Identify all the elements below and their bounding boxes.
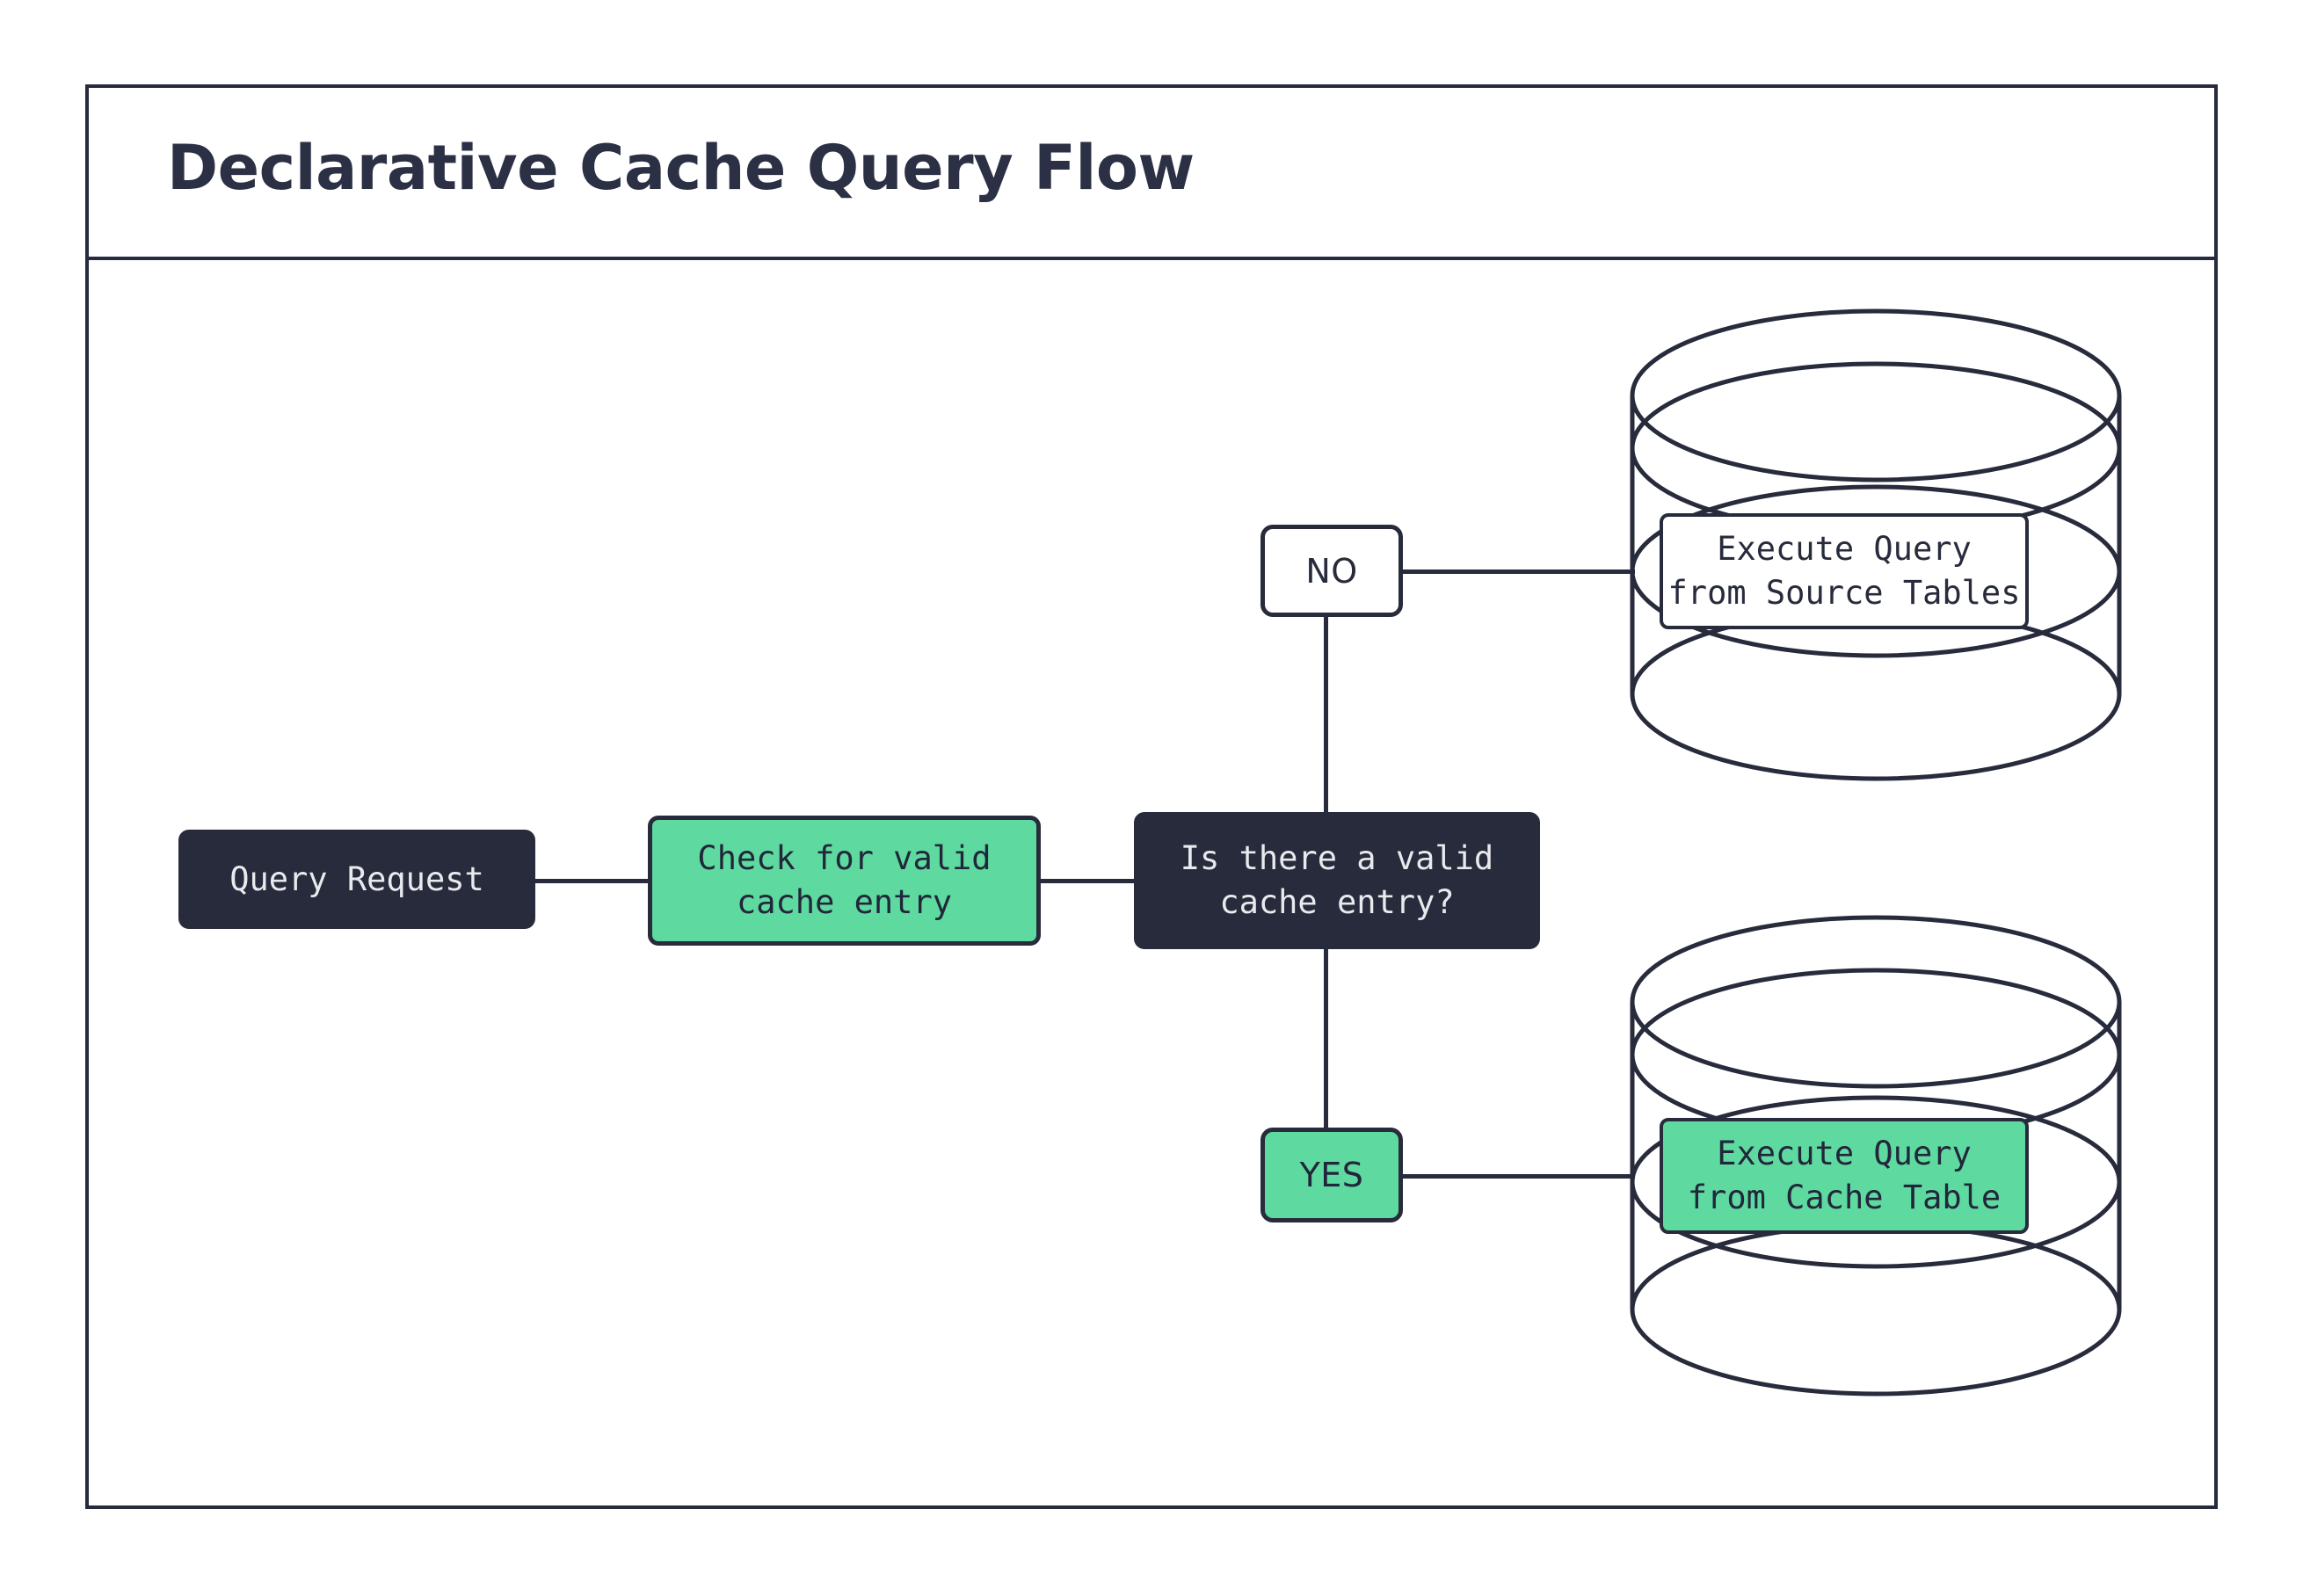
connector-request-to-check (532, 879, 650, 883)
diagram-frame (85, 84, 2218, 1509)
connector-check-to-decision (1039, 879, 1136, 883)
page-title: Declarative Cache Query Flow (167, 132, 1195, 204)
connector-no-to-source-db (1398, 569, 1635, 574)
database-cylinder-source-tables (1622, 308, 2140, 800)
label-execute-query-source-tables[interactable]: Execute Query from Source Tables (1660, 513, 2029, 629)
node-query-request[interactable]: Query Request (178, 830, 535, 929)
branch-label-no[interactable]: NO (1260, 525, 1403, 617)
branch-label-yes[interactable]: YES (1260, 1128, 1403, 1222)
database-cylinder-source-icon (1630, 308, 2122, 781)
connector-yes-to-cache-db (1398, 1174, 1635, 1179)
node-check-cache-entry[interactable]: Check for valid cache entry (648, 816, 1041, 946)
node-decision-valid-cache-entry[interactable]: Is there a valid cache entry? (1134, 812, 1540, 949)
connector-decision-to-yes (1324, 947, 1328, 1132)
connector-decision-to-no (1324, 613, 1328, 820)
label-execute-query-cache-table[interactable]: Execute Query from Cache Table (1660, 1118, 2029, 1234)
